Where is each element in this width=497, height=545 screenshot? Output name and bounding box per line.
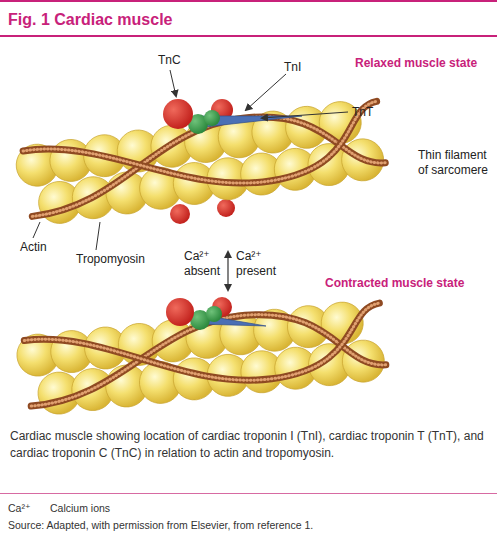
source-note: Source: Adapted, with permission from El… — [8, 519, 488, 532]
top-rule — [0, 0, 497, 2]
footnote-term: Ca²⁺ — [8, 502, 30, 515]
troponin-complex — [166, 297, 266, 330]
state-label: Relaxed muscle state — [355, 56, 477, 71]
part-label: Thin filament of sarcomere — [418, 148, 492, 178]
figure-caption: Cardiac muscle showing location of cardi… — [10, 428, 486, 463]
footnote-text: Calcium ions — [50, 502, 110, 515]
leader-line — [33, 70, 348, 250]
part-label: Actin — [20, 240, 47, 255]
thin-filament — [13, 96, 387, 228]
part-label: TnT — [352, 105, 373, 120]
state-label: Ca²⁺ present — [236, 249, 284, 279]
part-label: Tropomyosin — [76, 252, 145, 267]
state-arrow — [224, 250, 232, 292]
figure-title: Fig. 1 Cardiac muscle — [8, 10, 173, 30]
state-label: Ca²⁺ absent — [184, 249, 224, 279]
title-rule — [0, 35, 497, 37]
state-label: Contracted muscle state — [325, 276, 464, 291]
part-label: TnC — [158, 53, 181, 68]
footnote-rule — [0, 493, 497, 494]
thin-filament — [15, 298, 388, 418]
part-label: TnI — [284, 60, 301, 75]
